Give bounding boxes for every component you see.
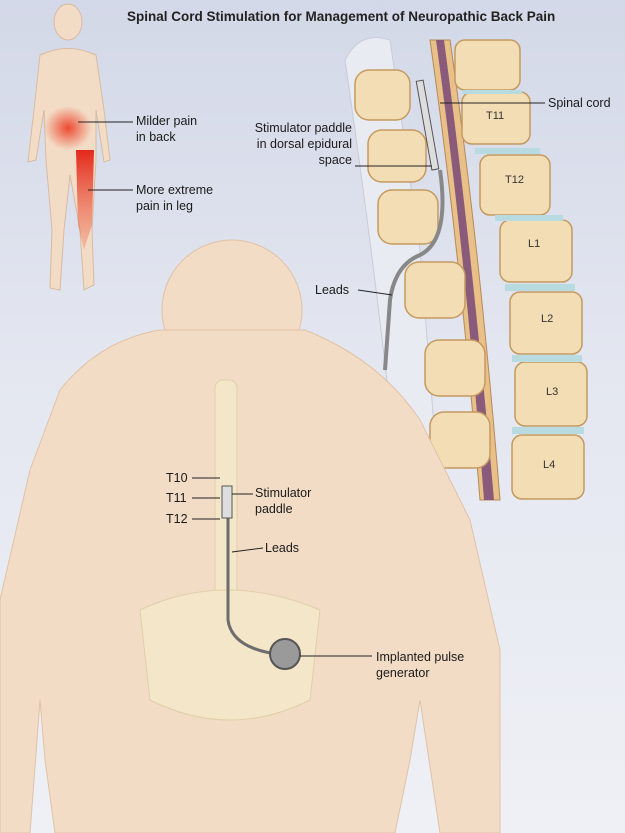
leg-pain-area [76, 150, 94, 250]
leads-label: Leads [265, 541, 300, 555]
page-title: Spinal Cord Stimulation for Management o… [127, 9, 556, 24]
label-line: More extreme [136, 183, 214, 197]
label-line: paddle [255, 502, 293, 516]
paddle-epidural-label: Stimulator paddle in dorsal epidural spa… [228, 120, 352, 168]
spine-back [139, 379, 321, 721]
level-label-t10: T10 [166, 471, 188, 485]
pulse-generator-label: Implanted pulse generator [376, 649, 464, 681]
back-pain-label: Milder pain in back [136, 113, 197, 145]
vertebra-label: L2 [541, 313, 554, 325]
level-label-t12: T12 [166, 512, 188, 526]
vertebra-label: L1 [528, 238, 541, 250]
back-pain-area [44, 106, 92, 150]
label-line: Stimulator paddle [254, 121, 352, 135]
leads-section-label: Leads [315, 283, 350, 297]
label-line: in dorsal epidural [256, 137, 352, 151]
label-line: in back [136, 130, 176, 144]
label-line: generator [376, 666, 430, 680]
label-line: Implanted pulse [376, 650, 465, 664]
stimulator-paddle-label: Stimulator paddle [255, 485, 311, 517]
label-line: Milder pain [136, 114, 198, 128]
leads-section [383, 169, 445, 371]
back-torso [0, 239, 501, 833]
vertebra-label: T12 [505, 174, 524, 186]
vertebra-label: L4 [543, 459, 556, 471]
label-line: pain in leg [136, 199, 193, 213]
stimulator-paddle-section [415, 79, 440, 171]
leg-pain-label: More extreme pain in leg [136, 182, 213, 214]
level-label-t11: T11 [166, 491, 187, 505]
spine-cross-section [344, 37, 588, 506]
vertebra-label: T11 [486, 110, 505, 122]
label-line: space [318, 153, 352, 167]
stimulator-paddle [221, 485, 233, 519]
pulse-generator [269, 638, 301, 670]
vertebra-label: L3 [546, 386, 559, 398]
spinal-cord-label: Spinal cord [548, 96, 611, 110]
label-line: Stimulator [255, 486, 312, 500]
